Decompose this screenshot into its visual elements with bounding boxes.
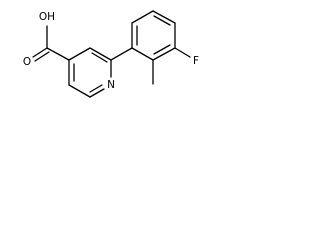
bond-c3-c2 — [89, 47, 112, 61]
bond-c4-carboxyl — [46, 47, 70, 61]
bond-carboxyl-o-double — [34, 51, 50, 62]
bond-ph5-ph6 — [152, 47, 176, 61]
atom-label-f: F — [193, 55, 199, 67]
bond-ph6-ph1 — [131, 47, 154, 61]
bond-ph2-ph3 — [131, 10, 154, 24]
bond-n-c6 — [89, 88, 105, 98]
bond-c6-c5 — [68, 84, 91, 98]
bond-ph5-ph6-double — [153, 44, 171, 55]
bond-n-c6-double — [89, 84, 103, 93]
atom-labels: OH O N F — [23, 11, 199, 91]
bond-ph3-ph4 — [152, 10, 176, 24]
bond-carboxyl-o — [32, 47, 48, 58]
bond-pyridine-phenyl — [110, 47, 133, 61]
bond-c3-c2-double — [91, 52, 108, 63]
chemical-structure-diagram: OH O N F — [23, 10, 199, 98]
bond-phenyl-fluorine — [174, 47, 191, 58]
atom-label-o: O — [23, 56, 31, 68]
atom-label-n: N — [107, 79, 115, 91]
atom-label-oh: OH — [39, 11, 55, 23]
bond-ph3-ph4-double — [153, 15, 171, 26]
bond-group — [32, 10, 191, 98]
bond-c4-c3 — [68, 47, 91, 61]
